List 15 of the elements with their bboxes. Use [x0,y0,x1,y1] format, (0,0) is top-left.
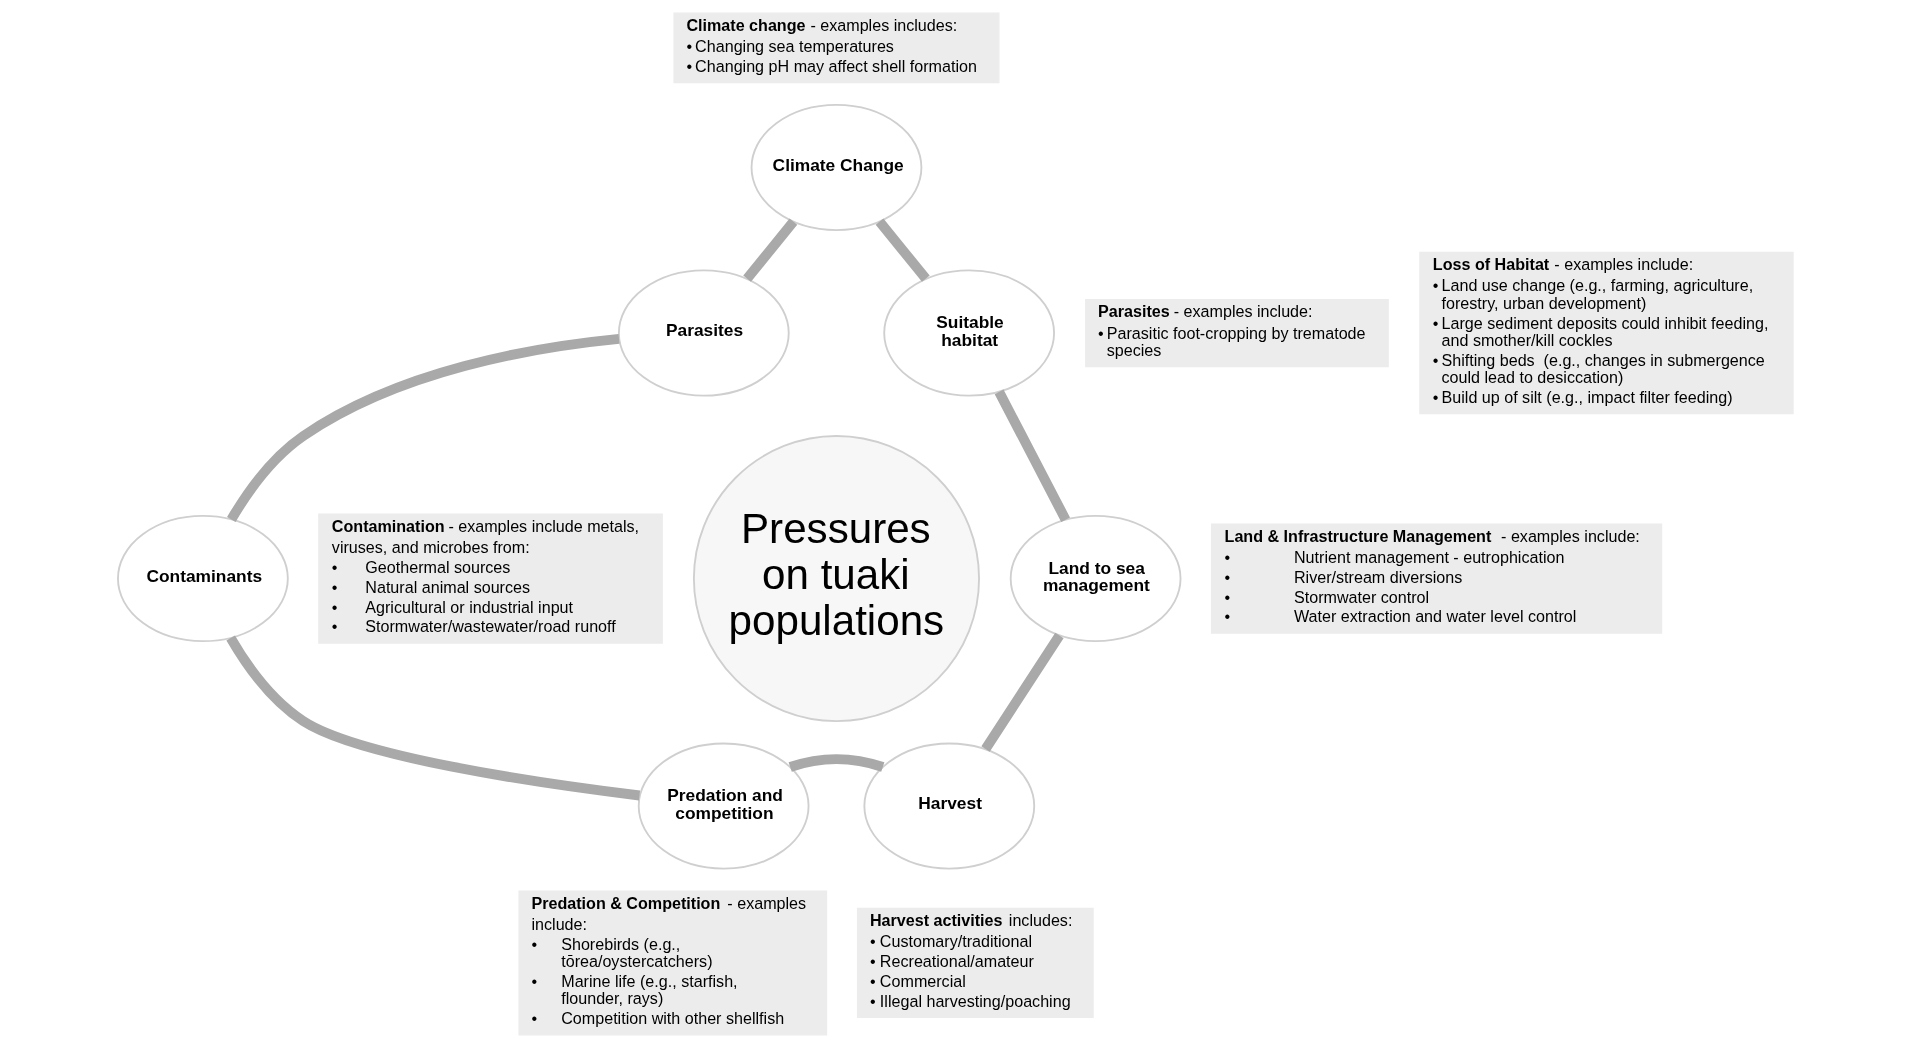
node-ellipse: Parasites [617,269,790,397]
node-ellipse: Climate Change [750,104,922,232]
node-ellipse: Contaminants [116,515,289,643]
node-ellipse: Suitable habitat [882,269,1055,397]
connector [980,632,1064,752]
node-ellipse: Predation and competition [637,742,809,870]
connector [226,333,620,522]
node-circle: Pressures on tuaki populations [692,435,980,723]
connector [742,218,797,282]
node-ellipse: Land to sea management [1009,515,1181,643]
connector [994,389,1070,522]
connector [875,218,930,282]
connector [225,635,640,801]
connector [788,754,884,772]
node-ellipse: Harvest [862,742,1035,870]
